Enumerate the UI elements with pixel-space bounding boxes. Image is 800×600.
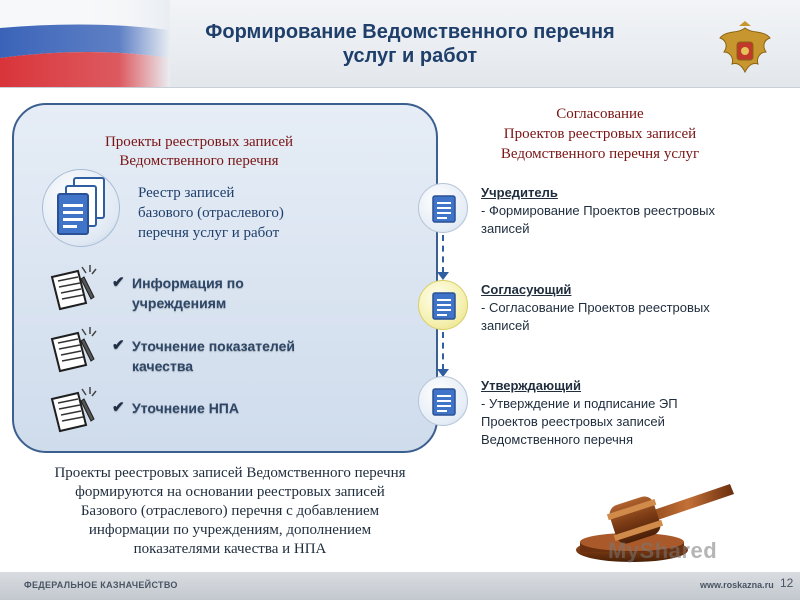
base-registry-label: Реестр записей базового (отраслевого) пе… bbox=[138, 183, 338, 243]
page-title-line2: услуг и работ bbox=[150, 44, 670, 68]
panel-title: Проекты реестровых записей Ведомственног… bbox=[74, 133, 324, 171]
step-founder-desc: - Формирование Проектов реестровых запис… bbox=[481, 202, 761, 238]
step-desc-line: Проектов реестровых записей bbox=[481, 413, 761, 431]
check-icon: ✔ bbox=[112, 273, 125, 293]
description-line: Базового (отраслевого) перечня с добавле… bbox=[18, 502, 442, 521]
step-approver-desc: - Согласование Проектов реестровых запис… bbox=[481, 299, 761, 335]
document-icon bbox=[418, 376, 468, 426]
description-line: показателями качества и НПА bbox=[18, 540, 442, 559]
step-founder-title: Учредитель bbox=[481, 184, 558, 201]
step-desc-line: записей bbox=[481, 317, 761, 335]
approval-title-line3: Ведомственного перечня услуг bbox=[460, 144, 740, 164]
paper-pen-icon bbox=[44, 385, 102, 435]
item-label: учреждениям bbox=[132, 293, 342, 313]
step-confirmer-title: Утверждающий bbox=[481, 377, 581, 394]
description-line: информации по учреждениям, дополнением bbox=[18, 521, 442, 540]
registry-projects-panel: Проекты реестровых записей Ведомственног… bbox=[12, 103, 438, 453]
watermark-text: MyShared bbox=[608, 538, 717, 564]
flow-connector bbox=[442, 332, 444, 370]
documents-stack-icon bbox=[42, 169, 120, 247]
check-icon: ✔ bbox=[112, 336, 125, 356]
registry-line1: Реестр записей bbox=[138, 183, 338, 203]
step-confirmer-desc: - Утверждение и подписание ЭП Проектов р… bbox=[481, 395, 761, 449]
page-number: 12 bbox=[780, 576, 793, 590]
step-desc-line: записей bbox=[481, 220, 761, 238]
page-title: Формирование Ведомственного перечня услу… bbox=[150, 20, 670, 68]
arrow-down-icon bbox=[437, 272, 449, 280]
panel-title-line1: Проекты реестровых записей bbox=[74, 133, 324, 152]
item-label: качества bbox=[132, 356, 342, 376]
flow-connector bbox=[442, 235, 444, 273]
step-desc-line: - Утверждение и подписание ЭП bbox=[481, 395, 761, 413]
step-desc-line: - Формирование Проектов реестровых bbox=[481, 202, 761, 220]
npa-clarification-item: ✔ Уточнение НПА bbox=[132, 398, 342, 418]
document-icon bbox=[418, 183, 468, 233]
emblem-icon bbox=[716, 20, 774, 80]
info-institutions-item: ✔ Информация по учреждениям bbox=[132, 273, 342, 313]
step-approver-title: Согласующий bbox=[481, 281, 571, 298]
description-line: формируются на основании реестровых запи… bbox=[18, 483, 442, 502]
item-label: Уточнение НПА bbox=[132, 398, 342, 418]
paper-pen-icon bbox=[44, 325, 102, 375]
approval-title: Согласование Проектов реестровых записей… bbox=[460, 104, 740, 164]
paper-pen-icon bbox=[44, 263, 102, 313]
document-icon bbox=[418, 280, 468, 330]
formation-description: Проекты реестровых записей Ведомственног… bbox=[18, 464, 442, 559]
step-desc-line: Ведомственного перечня bbox=[481, 431, 761, 449]
check-icon: ✔ bbox=[112, 398, 125, 418]
item-label: Информация по bbox=[132, 273, 342, 293]
panel-title-line2: Ведомственного перечня bbox=[74, 152, 324, 171]
item-label: Уточнение показателей bbox=[132, 336, 342, 356]
slide-footer: ФЕДЕРАЛЬНОЕ КАЗНАЧЕЙСТВО www.roskazna.ru bbox=[0, 572, 800, 600]
description-line: Проекты реестровых записей Ведомственног… bbox=[18, 464, 442, 483]
quality-indicators-item: ✔ Уточнение показателей качества bbox=[132, 336, 342, 376]
registry-line2: базового (отраслевого) bbox=[138, 203, 338, 223]
registry-line3: перечня услуг и работ bbox=[138, 223, 338, 243]
footer-org-name: ФЕДЕРАЛЬНОЕ КАЗНАЧЕЙСТВО bbox=[24, 580, 178, 590]
page-title-line1: Формирование Ведомственного перечня bbox=[150, 20, 670, 44]
flag-graphic bbox=[0, 0, 170, 88]
approval-title-line1: Согласование bbox=[460, 104, 740, 124]
step-desc-line: - Согласование Проектов реестровых bbox=[481, 299, 761, 317]
slide-header: Формирование Ведомственного перечня услу… bbox=[0, 0, 800, 88]
approval-title-line2: Проектов реестровых записей bbox=[460, 124, 740, 144]
footer-website-link[interactable]: www.roskazna.ru bbox=[700, 580, 774, 590]
